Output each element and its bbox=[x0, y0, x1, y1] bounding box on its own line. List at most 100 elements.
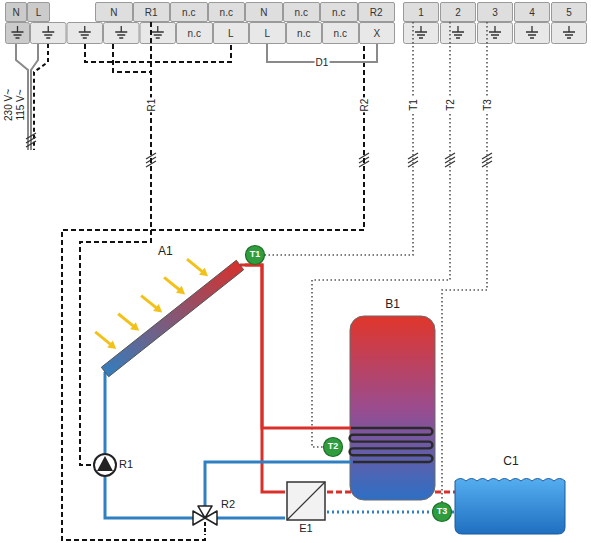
wire-label: R2 bbox=[359, 98, 370, 113]
ground-symbol bbox=[79, 26, 91, 38]
heating-coil bbox=[350, 428, 433, 462]
pump-symbol: R1 bbox=[92, 453, 140, 477]
sun-ray-head bbox=[153, 304, 162, 313]
terminal-cell: L bbox=[27, 2, 50, 22]
part-label: C1 bbox=[455, 455, 567, 468]
wire-label: D1 bbox=[315, 57, 330, 68]
ground-terminal bbox=[441, 23, 476, 44]
terminal-label: N bbox=[12, 7, 19, 18]
sun-ray bbox=[164, 277, 181, 291]
sensor-wire bbox=[265, 22, 413, 255]
pipe-connector bbox=[245, 265, 345, 428]
pipe-connector bbox=[105, 477, 193, 518]
pipe-connector bbox=[104, 378, 107, 453]
neutral-wire bbox=[113, 44, 151, 72]
terminal-cell: n.c bbox=[208, 2, 246, 22]
temperature-sensor: T1 bbox=[245, 245, 265, 265]
ground-terminal bbox=[404, 23, 439, 44]
terminal-cell: n.c bbox=[320, 2, 358, 22]
wire-label: T2 bbox=[445, 98, 456, 112]
ground-symbol bbox=[526, 26, 538, 38]
ground-symbol bbox=[152, 26, 164, 38]
sensor-wire bbox=[442, 22, 487, 502]
terminal-cell: 1 bbox=[403, 2, 439, 22]
wire-connector bbox=[80, 22, 151, 465]
terminal-cell: N bbox=[245, 2, 283, 22]
terminal-cell bbox=[552, 23, 587, 44]
terminal-cell bbox=[478, 23, 513, 44]
ground-terminal bbox=[552, 23, 587, 44]
sun-ray-head bbox=[199, 268, 208, 277]
terminal-label: n.c bbox=[297, 28, 310, 39]
part-label: A1 bbox=[158, 245, 173, 258]
ground-symbol bbox=[452, 26, 464, 38]
terminal-cell bbox=[67, 23, 103, 44]
voltage-label: 230 V~ bbox=[3, 88, 14, 122]
ground-terminal bbox=[67, 23, 103, 44]
terminal-label: L bbox=[36, 7, 42, 18]
terminal-label: R2 bbox=[370, 7, 383, 18]
storage-tank: B1 bbox=[345, 298, 440, 502]
terminal-label: n.c bbox=[182, 7, 195, 18]
terminal-cell bbox=[515, 23, 550, 44]
part-label: R2 bbox=[221, 498, 235, 510]
terminal-cell: n.c bbox=[283, 2, 321, 22]
sun-ray bbox=[141, 296, 158, 310]
terminal-cell: n.c bbox=[176, 22, 213, 44]
part-label: B1 bbox=[345, 298, 440, 311]
terminal-cell: n.c bbox=[170, 2, 208, 22]
ground-symbol bbox=[489, 26, 501, 38]
terminal-cell: R2 bbox=[358, 2, 396, 22]
ground-symbol bbox=[115, 26, 127, 38]
terminal-label: L bbox=[264, 28, 270, 39]
sun-ray-head bbox=[176, 286, 185, 295]
power-cable bbox=[16, 44, 48, 150]
sun-ray bbox=[187, 259, 204, 273]
earth-wire bbox=[85, 44, 231, 62]
terminal-cell bbox=[31, 23, 67, 44]
terminal-cell: 2 bbox=[440, 2, 476, 22]
part-label: R1 bbox=[119, 458, 133, 470]
sun-ray-head bbox=[107, 340, 116, 349]
terminal-cell: n.c bbox=[286, 22, 323, 44]
three-way-valve: R2 bbox=[193, 498, 245, 534]
terminal-cell: 4 bbox=[514, 2, 550, 22]
terminal-label: 5 bbox=[566, 7, 572, 18]
terminal-cell: 5 bbox=[551, 2, 587, 22]
terminal-cell bbox=[6, 23, 30, 44]
terminal-label: N bbox=[110, 7, 117, 18]
terminal-cell: n.c bbox=[322, 22, 359, 44]
terminal-label: R1 bbox=[145, 7, 158, 18]
terminal-label: n.c bbox=[295, 7, 308, 18]
ground-terminal bbox=[6, 23, 30, 44]
wire-label: T1 bbox=[408, 98, 419, 112]
swimming-pool: C1 bbox=[455, 455, 567, 537]
terminal-cell bbox=[104, 23, 140, 44]
pipe-connector bbox=[245, 517, 285, 520]
sensor-label: T3 bbox=[437, 507, 448, 517]
ground-symbol bbox=[563, 26, 575, 38]
terminal-cell: L bbox=[249, 22, 286, 44]
ground-terminal bbox=[478, 23, 513, 44]
part-label: E1 bbox=[285, 522, 327, 534]
terminal-label: N bbox=[260, 7, 267, 18]
ground-terminal bbox=[140, 23, 176, 44]
tank-body bbox=[345, 298, 440, 502]
terminal-cell: R1 bbox=[133, 2, 171, 22]
hash-mark bbox=[26, 141, 36, 147]
terminal-cell: N bbox=[95, 2, 133, 22]
terminal-label: n.c bbox=[188, 28, 201, 39]
ground-terminal bbox=[515, 23, 550, 44]
wire-connector bbox=[267, 44, 377, 62]
wire-label: T3 bbox=[482, 98, 493, 112]
terminal-label: L bbox=[228, 28, 234, 39]
heat-exchanger: E1 bbox=[285, 482, 327, 538]
terminal-label: X bbox=[373, 28, 380, 39]
ground-terminal bbox=[104, 23, 140, 44]
pipe-connector bbox=[245, 265, 285, 492]
cable-hash-marks bbox=[26, 133, 492, 167]
ground-terminals bbox=[6, 23, 587, 44]
terminal-label: n.c bbox=[332, 7, 345, 18]
